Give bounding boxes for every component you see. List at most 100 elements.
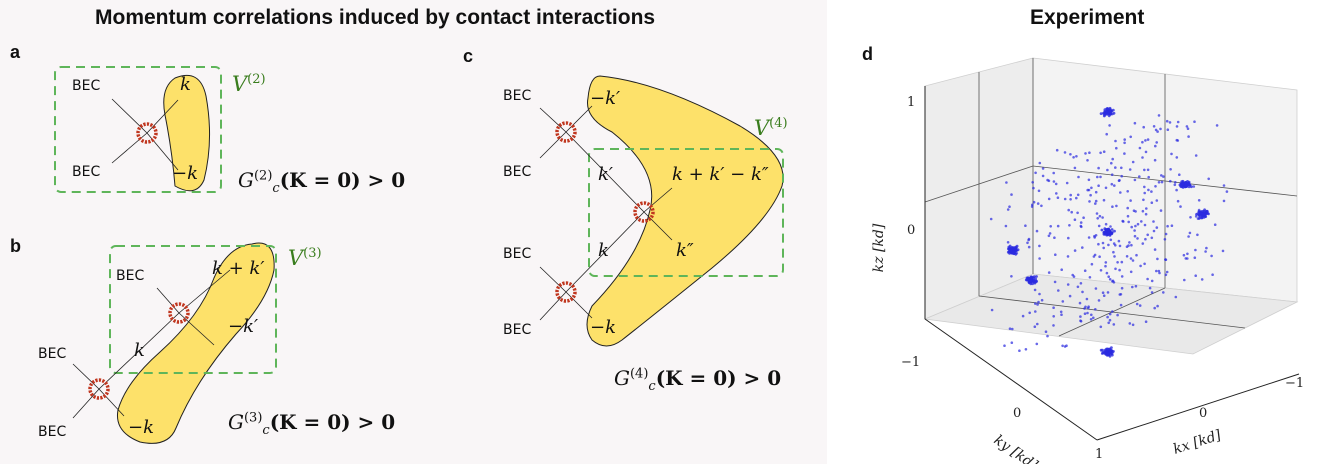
panel-b-vertex-box bbox=[109, 245, 277, 374]
scatter-point bbox=[1153, 248, 1157, 251]
scatter-point bbox=[1010, 275, 1013, 278]
scatter-point bbox=[1129, 270, 1133, 274]
scatter-point bbox=[1078, 301, 1082, 305]
scatter-point bbox=[1112, 323, 1116, 326]
scatter-point bbox=[1027, 245, 1031, 249]
scatter-point bbox=[1059, 310, 1063, 314]
scatter-point bbox=[1097, 242, 1100, 246]
scatter-point bbox=[1010, 341, 1014, 345]
scatter-point bbox=[1156, 257, 1159, 261]
scatter-point bbox=[1111, 310, 1114, 313]
scatter-point bbox=[1117, 239, 1121, 243]
scatter-point bbox=[1010, 193, 1013, 196]
scatter-point bbox=[1102, 150, 1106, 153]
scatter-point bbox=[1150, 236, 1154, 240]
scatter-point bbox=[1054, 182, 1058, 186]
scatter-point bbox=[1150, 190, 1153, 193]
scatter-point bbox=[1079, 282, 1083, 285]
scatter-point bbox=[1113, 184, 1116, 187]
momentum-c-out2: k″ bbox=[676, 240, 694, 261]
momentum-c-bottom: −k bbox=[590, 317, 616, 338]
scatter-point bbox=[1140, 220, 1143, 223]
scatter-point bbox=[1213, 223, 1217, 226]
scatter-point bbox=[1184, 257, 1188, 260]
scatter-point bbox=[1197, 208, 1201, 212]
experiment-3d-scatter: 1 0 −1 0 1 0 −1 kz [kd] ky [kd] kx [kd] bbox=[871, 57, 1304, 464]
x-tick-neg1: −1 bbox=[1285, 376, 1304, 391]
scatter-point bbox=[1221, 249, 1225, 253]
scatter-point bbox=[1168, 121, 1172, 124]
scatter-point bbox=[1083, 307, 1086, 310]
scatter-point bbox=[1087, 236, 1091, 239]
scatter-point bbox=[1119, 303, 1123, 307]
scatter-point bbox=[1005, 181, 1008, 184]
scatter-point bbox=[1040, 204, 1043, 208]
scatter-point bbox=[1047, 179, 1051, 183]
scatter-point bbox=[1176, 120, 1180, 124]
scatter-point bbox=[1143, 191, 1146, 195]
scatter-point bbox=[1123, 152, 1126, 155]
momentum-b-bottom: −k bbox=[128, 417, 154, 438]
scatter-point bbox=[1061, 344, 1064, 348]
scatter-point bbox=[1076, 211, 1079, 215]
scatter-point bbox=[1065, 344, 1068, 348]
scatter-point bbox=[1126, 206, 1129, 210]
momentum-c-in1: k′ bbox=[598, 164, 613, 185]
scatter-point bbox=[1032, 200, 1036, 204]
scatter-point bbox=[1175, 188, 1178, 192]
scatter-point bbox=[1034, 171, 1037, 175]
scatter-point bbox=[1114, 267, 1117, 271]
scatter-point bbox=[1136, 222, 1140, 226]
scatter-point bbox=[1150, 291, 1154, 294]
scatter-point bbox=[1031, 181, 1034, 184]
scatter-point bbox=[1130, 243, 1133, 247]
scatter-point bbox=[1192, 185, 1196, 188]
scatter-point bbox=[1104, 186, 1108, 190]
scatter-point bbox=[1008, 205, 1011, 208]
scatter-point bbox=[1006, 208, 1010, 211]
scatter-point bbox=[1099, 348, 1103, 352]
scatter-point bbox=[1110, 173, 1114, 176]
scatter-point bbox=[1160, 180, 1164, 184]
scatter-point bbox=[1199, 211, 1202, 215]
scatter-point bbox=[1004, 224, 1008, 228]
scatter-point bbox=[1170, 224, 1174, 227]
scatter-point bbox=[1052, 180, 1056, 183]
scatter-point bbox=[1143, 185, 1146, 189]
scatter-point bbox=[1126, 190, 1129, 193]
scatter-point bbox=[1003, 344, 1006, 348]
scatter-point bbox=[1158, 271, 1161, 275]
scatter-point bbox=[990, 308, 994, 312]
scatter-point bbox=[1108, 124, 1111, 127]
y-tick-0: 0 bbox=[1013, 406, 1021, 421]
scatter-point bbox=[1143, 223, 1147, 227]
scatter-point bbox=[1081, 290, 1084, 294]
scatter-point bbox=[1057, 289, 1060, 292]
scatter-point bbox=[1184, 181, 1188, 185]
scatter-point bbox=[1063, 197, 1067, 201]
scatter-point bbox=[1210, 254, 1213, 258]
cluster-1 bbox=[1099, 346, 1115, 358]
panel-label-a: a bbox=[10, 42, 21, 62]
scatter-point bbox=[1204, 250, 1207, 253]
scatter-point bbox=[1067, 208, 1070, 212]
scatter-point bbox=[1079, 320, 1083, 323]
scatter-point bbox=[1086, 159, 1089, 162]
scatter-point bbox=[1120, 260, 1124, 264]
scatter-point bbox=[1181, 181, 1184, 185]
scatter-point bbox=[1047, 234, 1051, 238]
scatter-point bbox=[1087, 188, 1091, 192]
scatter-point bbox=[1118, 293, 1122, 296]
scatter-point bbox=[1053, 280, 1057, 284]
scatter-point bbox=[1186, 252, 1189, 256]
scatter-point bbox=[1109, 231, 1113, 235]
scatter-point bbox=[1063, 151, 1067, 154]
vertex-label-c: V(4) bbox=[754, 116, 788, 140]
scatter-point bbox=[1178, 173, 1181, 176]
scatter-point bbox=[1129, 135, 1132, 139]
scatter-point bbox=[1222, 199, 1226, 203]
scatter-point bbox=[1106, 230, 1110, 234]
scatter-point bbox=[1123, 141, 1126, 145]
scatter-point bbox=[1028, 311, 1031, 315]
scatter-point bbox=[1206, 210, 1209, 213]
